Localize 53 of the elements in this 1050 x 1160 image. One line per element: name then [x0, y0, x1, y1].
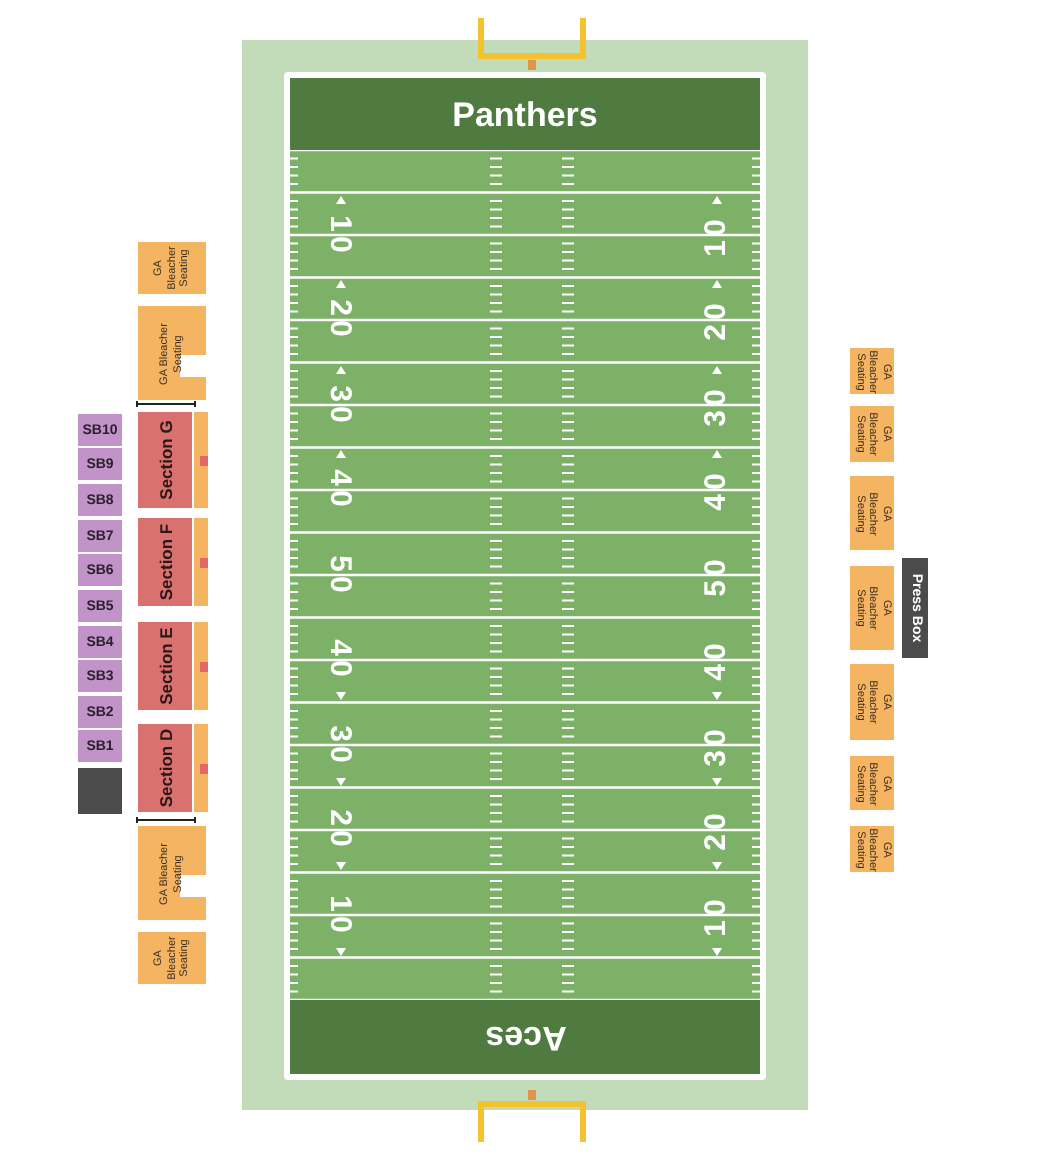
seating-section [850, 476, 894, 550]
seating-section [78, 484, 122, 516]
yard-number: 10 [325, 214, 355, 256]
seating-section [138, 242, 206, 294]
yard-number: 50 [325, 554, 355, 596]
yard-number: 30 [325, 384, 355, 426]
seating-section [78, 730, 122, 762]
seating-section [850, 566, 894, 650]
seating-section [78, 554, 122, 586]
end-zone [290, 1000, 760, 1074]
yard-number: 20 [325, 809, 355, 851]
yard-number: 20 [701, 299, 731, 341]
yard-number: 20 [325, 299, 355, 341]
yard-number: 30 [701, 384, 731, 426]
yard-number: 20 [701, 809, 731, 851]
yard-number: 50 [701, 554, 731, 596]
press-box [902, 558, 928, 658]
seating-section [138, 306, 206, 400]
section-label: Section D [156, 728, 174, 808]
section-label: Section G [156, 420, 174, 500]
seating-section [78, 590, 122, 622]
team-name: Panthers [452, 97, 598, 131]
section-label: Section E [156, 627, 174, 705]
yard-number: 40 [701, 639, 731, 681]
seating-strip [194, 724, 208, 812]
yard-number: 10 [701, 894, 731, 936]
seating-section [78, 448, 122, 480]
seating-section [138, 932, 206, 984]
seating-section [138, 518, 192, 606]
seating-section [850, 664, 894, 740]
seating-section [78, 660, 122, 692]
seating-strip [194, 412, 208, 508]
yard-number: 40 [701, 469, 731, 511]
seating-strip [194, 622, 208, 710]
section-label: Section F [156, 523, 174, 601]
seating-section [78, 696, 122, 728]
yard-number: 10 [325, 894, 355, 936]
yard-number: 40 [325, 469, 355, 511]
seating-section [138, 622, 192, 710]
seating-section [78, 626, 122, 658]
team-name: Aces [484, 1020, 566, 1054]
yard-number: 40 [325, 639, 355, 681]
yard-number: 10 [701, 214, 731, 256]
seating-section [138, 412, 192, 508]
yard-number: 30 [325, 724, 355, 766]
facility-block [78, 768, 122, 814]
seating-strip [194, 518, 208, 606]
yard-number: 30 [701, 724, 731, 766]
seating-section [138, 826, 206, 920]
seating-section [78, 520, 122, 552]
seating-section [138, 724, 192, 812]
end-zone [290, 78, 760, 150]
seating-section [78, 414, 122, 446]
